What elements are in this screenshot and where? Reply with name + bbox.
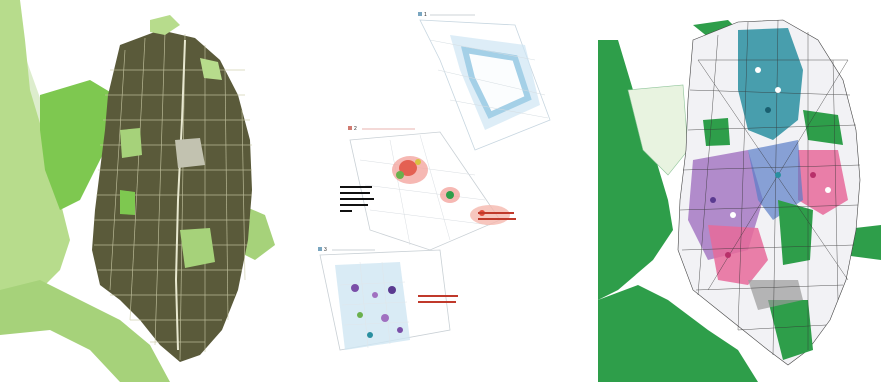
- annotation-block-3: [418, 295, 458, 303]
- middle-diagram-panel: 1: [300, 0, 560, 382]
- zoning-map: [598, 0, 883, 382]
- layer-marker-1: [418, 12, 422, 16]
- pink-zone: [708, 225, 768, 285]
- green-wedge-left: [598, 40, 673, 300]
- red-cluster-3: [470, 205, 510, 225]
- main-avenue: [174, 39, 186, 351]
- inner-park-4: [120, 128, 142, 158]
- layer-marker-1-text: 1: [424, 12, 427, 18]
- inner-green-2: [803, 110, 843, 145]
- inner-park-2: [175, 138, 205, 168]
- layer-2: 2: [340, 126, 516, 251]
- inner-park-5: [120, 190, 135, 215]
- inner-park-1: [180, 228, 215, 268]
- left-map-panel: [0, 0, 285, 382]
- urban-fabric-map: [0, 0, 285, 382]
- layered-diagram: 1: [300, 0, 560, 382]
- right-map-panel: [598, 0, 883, 382]
- inner-park-3: [200, 58, 222, 80]
- annotation-block-1: [340, 186, 374, 212]
- green-belt-bottom: [0, 280, 170, 382]
- inner-green-4: [768, 300, 813, 360]
- layer-1: 1: [418, 12, 551, 151]
- layer-3: 3: [318, 247, 458, 351]
- layer-marker-3-text: 3: [324, 247, 327, 253]
- green-top-strip: [150, 15, 180, 35]
- layer-marker-2-text: 2: [354, 126, 357, 132]
- hex-pattern-zone: [627, 84, 689, 176]
- layer-marker-3: [318, 247, 322, 251]
- inner-green-3: [703, 118, 730, 146]
- green-wedge-west: [40, 80, 115, 210]
- purple-dot: [351, 284, 359, 292]
- green-corridor-bottom: [598, 285, 758, 382]
- teal-zone: [738, 28, 803, 140]
- zone-markers: [710, 67, 831, 258]
- gray-zone-south: [748, 280, 803, 310]
- annotation-block-2: [478, 212, 516, 220]
- layer-marker-2: [348, 126, 352, 130]
- green-corridor-left: [0, 0, 70, 310]
